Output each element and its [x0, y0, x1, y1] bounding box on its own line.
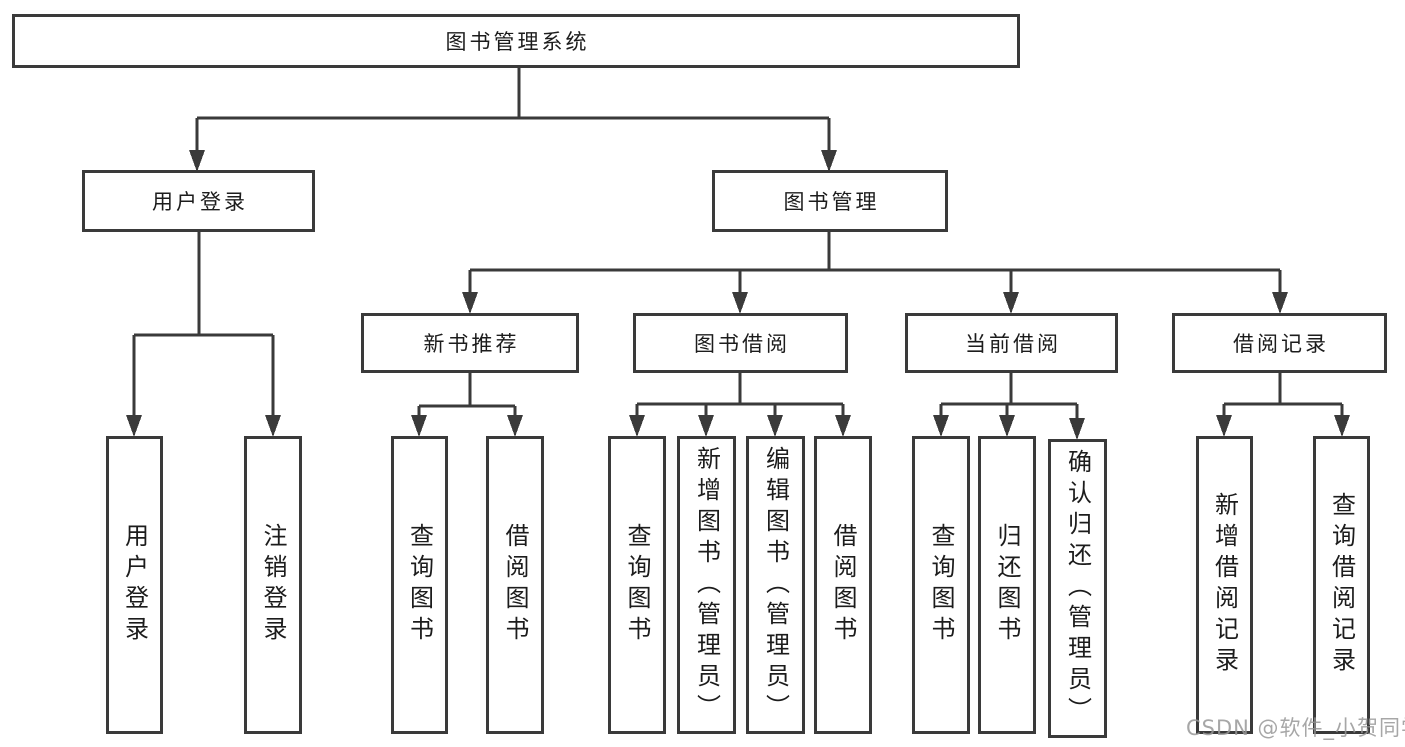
node-leaf-borrow-books: 借阅图书 — [814, 436, 872, 734]
node-library-management-system: 图书管理系统 — [12, 14, 1020, 68]
node-leaf-query-books-borrow: 查询图书 — [608, 436, 666, 734]
node-leaf-confirm-return-admin: 确认归还（管理员） — [1048, 439, 1107, 738]
node-book-borrowing: 图书借阅 — [633, 313, 848, 373]
node-leaf-add-books-admin: 新增图书（管理员） — [677, 436, 736, 734]
node-leaf-logout: 注销登录 — [244, 436, 302, 734]
node-leaf-return-books: 归还图书 — [978, 436, 1036, 734]
node-leaf-query-books-recommend: 查询图书 — [391, 436, 448, 734]
node-leaf-borrow-books-recommend: 借阅图书 — [486, 436, 544, 734]
node-leaf-query-books-current: 查询图书 — [912, 436, 970, 734]
node-user-login-group: 用户登录 — [82, 170, 315, 232]
node-leaf-user-login: 用户登录 — [106, 436, 163, 734]
node-leaf-edit-books-admin: 编辑图书（管理员） — [746, 436, 805, 734]
node-borrowing-records: 借阅记录 — [1172, 313, 1387, 373]
csdn-watermark: CSDN @软件_小贺同学 — [1186, 716, 1405, 740]
node-leaf-add-borrow-record: 新增借阅记录 — [1196, 436, 1253, 734]
node-current-borrowing: 当前借阅 — [905, 313, 1118, 373]
node-book-management: 图书管理 — [712, 170, 948, 232]
node-leaf-query-borrow-record: 查询借阅记录 — [1313, 436, 1370, 734]
node-new-book-recommendation: 新书推荐 — [361, 313, 579, 373]
